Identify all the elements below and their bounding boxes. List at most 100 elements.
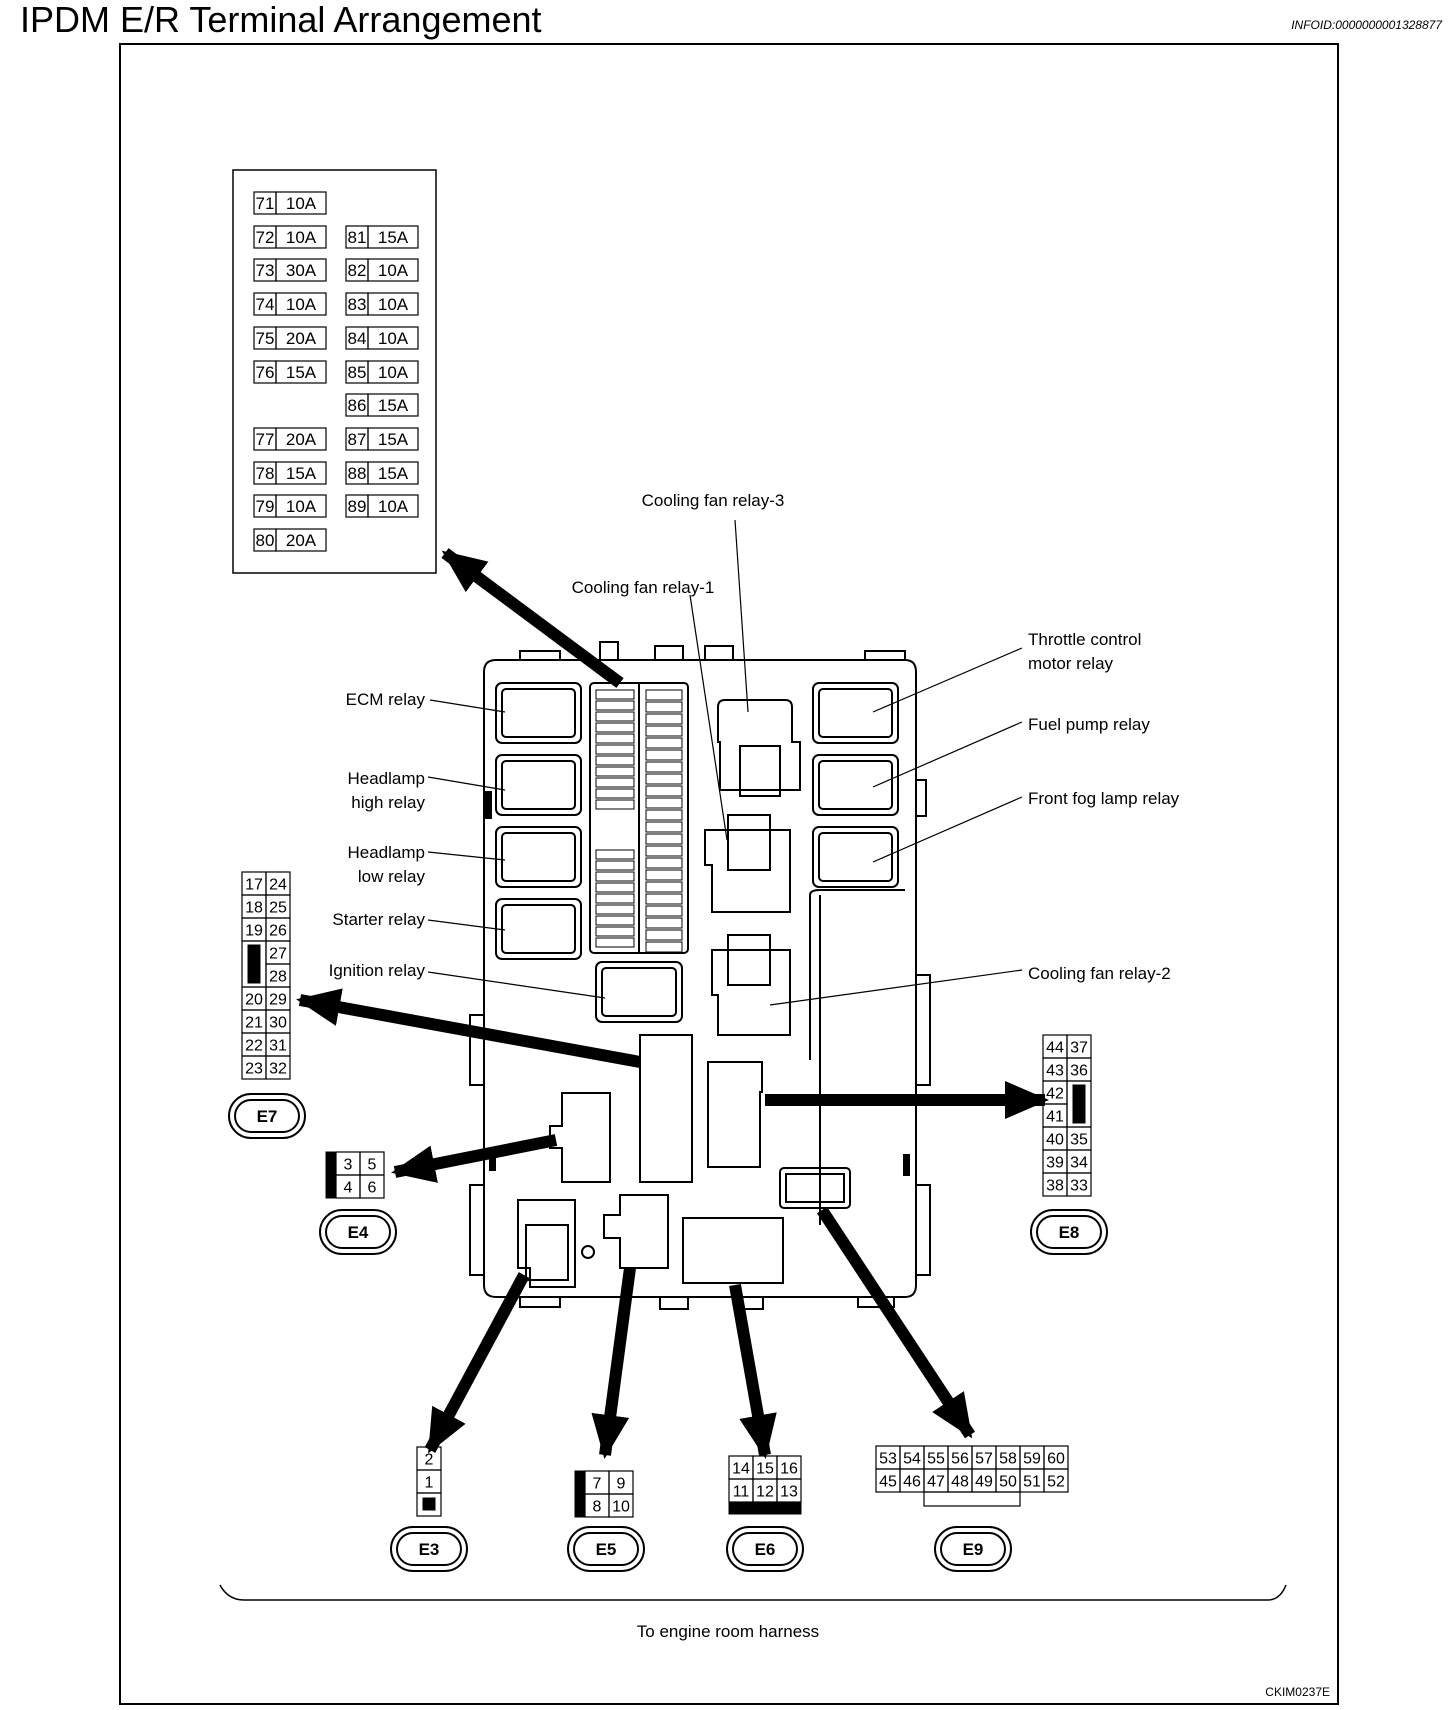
fuse-number: 83 <box>348 295 367 314</box>
fuse-number: 75 <box>256 329 275 348</box>
pin-box <box>359 1174 385 1199</box>
throttle-relay-label-1: Throttle control <box>1028 630 1141 649</box>
pin: 43 <box>1046 1063 1064 1080</box>
pin: 3 <box>344 1157 353 1174</box>
fuse-amp-box <box>367 427 419 451</box>
arrow-to-e3 <box>424 1272 530 1454</box>
pin: 58 <box>999 1451 1017 1468</box>
pin: 16 <box>780 1461 798 1478</box>
pin: 31 <box>269 1038 287 1055</box>
pin: 35 <box>1070 1132 1088 1149</box>
pin: 59 <box>1023 1451 1041 1468</box>
page-title: IPDM E/R Terminal Arrangement <box>20 0 542 40</box>
pin: 23 <box>245 1061 263 1078</box>
fuse-amp-box <box>367 360 419 384</box>
pin: 42 <box>1046 1086 1064 1103</box>
harness-bracket <box>219 1584 1287 1601</box>
pin: 54 <box>903 1451 921 1468</box>
pin: 5 <box>368 1157 377 1174</box>
pin: 48 <box>951 1474 969 1491</box>
fuse-number: 76 <box>256 363 275 382</box>
pin-box <box>265 1055 291 1080</box>
fuse-rating: 15A <box>378 396 409 415</box>
pin: 21 <box>245 1015 263 1032</box>
cooling-fan-relay-2-label: Cooling fan relay-2 <box>1028 964 1171 983</box>
pin: 8 <box>593 1499 602 1516</box>
pin: 56 <box>951 1451 969 1468</box>
pin: 53 <box>879 1451 897 1468</box>
pin: 39 <box>1046 1155 1064 1172</box>
arrow-to-e7 <box>296 988 642 1068</box>
connector-e3-label: E3 <box>419 1540 440 1559</box>
pin: 32 <box>269 1061 287 1078</box>
ipdm-body <box>469 641 931 1310</box>
fuse-rating: 10A <box>378 363 409 382</box>
fuse-rating: 10A <box>378 497 409 516</box>
pin: 1 <box>425 1475 434 1492</box>
fuse-amp-box <box>367 292 419 316</box>
fuse-rating: 20A <box>286 531 317 550</box>
starter-relay-label: Starter relay <box>332 910 425 929</box>
pin: 52 <box>1047 1474 1065 1491</box>
pin: 12 <box>756 1484 774 1501</box>
fuse-amp-box <box>275 461 327 485</box>
fuse-amp-box <box>275 528 327 552</box>
pin: 26 <box>269 923 287 940</box>
arrow-to-fuse-table <box>441 548 624 688</box>
e8-key-mark <box>1072 1084 1086 1124</box>
pin: 27 <box>269 946 287 963</box>
fuse-amp-box <box>367 461 419 485</box>
headlamp-high-relay-label-1: Headlamp <box>348 769 426 788</box>
fuse-amp-box <box>275 292 327 316</box>
fuse-amp-box <box>367 393 419 417</box>
fuse-number: 73 <box>256 261 275 280</box>
headlamp-high-relay-label-2: high relay <box>351 793 425 812</box>
pin: 19 <box>245 923 263 940</box>
fuse-number: 71 <box>256 194 275 213</box>
pin: 50 <box>999 1474 1017 1491</box>
connector-e9-label: E9 <box>963 1540 984 1559</box>
fuse-number: 84 <box>348 329 367 348</box>
pin: 4 <box>344 1180 353 1197</box>
pin: 46 <box>903 1474 921 1491</box>
connector-arrows <box>296 548 1049 1459</box>
pin: 49 <box>975 1474 993 1491</box>
pin: 37 <box>1070 1040 1088 1057</box>
pin-box <box>1066 1172 1092 1197</box>
pin: 20 <box>245 992 263 1009</box>
pin: 6 <box>368 1180 377 1197</box>
e3-key-mark <box>422 1497 436 1511</box>
arrow-to-e4 <box>391 1134 558 1183</box>
fuse-amp-box <box>275 258 327 282</box>
ecm-relay-label: ECM relay <box>346 690 426 709</box>
fuse-rating: 10A <box>378 261 409 280</box>
pin: 25 <box>269 900 287 917</box>
fuse-amp-box <box>367 225 419 249</box>
fuse-rating: 15A <box>378 228 409 247</box>
pin: 60 <box>1047 1451 1065 1468</box>
fuse-number: 86 <box>348 396 367 415</box>
pin: 33 <box>1070 1178 1088 1195</box>
fuse-number: 89 <box>348 497 367 516</box>
e7-key-mark <box>247 944 261 984</box>
fuse-slots <box>595 689 683 953</box>
connector-e6-label: E6 <box>755 1540 776 1559</box>
e5-key-mark <box>574 1470 586 1518</box>
connector-labels <box>228 1093 1108 1572</box>
headlamp-low-relay-label-2: low relay <box>358 867 426 886</box>
pin: 28 <box>269 969 287 986</box>
pin: 2 <box>425 1452 434 1469</box>
fuse-rating: 15A <box>378 464 409 483</box>
fuse-rating: 15A <box>286 363 317 382</box>
pin: 47 <box>927 1474 945 1491</box>
fuse-number: 87 <box>348 430 367 449</box>
fuse-number: 79 <box>256 497 275 516</box>
fuse-rating: 15A <box>286 464 317 483</box>
front-fog-lamp-relay-label: Front fog lamp relay <box>1028 789 1180 808</box>
connector-e8-label: E8 <box>1059 1223 1080 1242</box>
fuse-amp-box <box>275 427 327 451</box>
fuse-number: 81 <box>348 228 367 247</box>
